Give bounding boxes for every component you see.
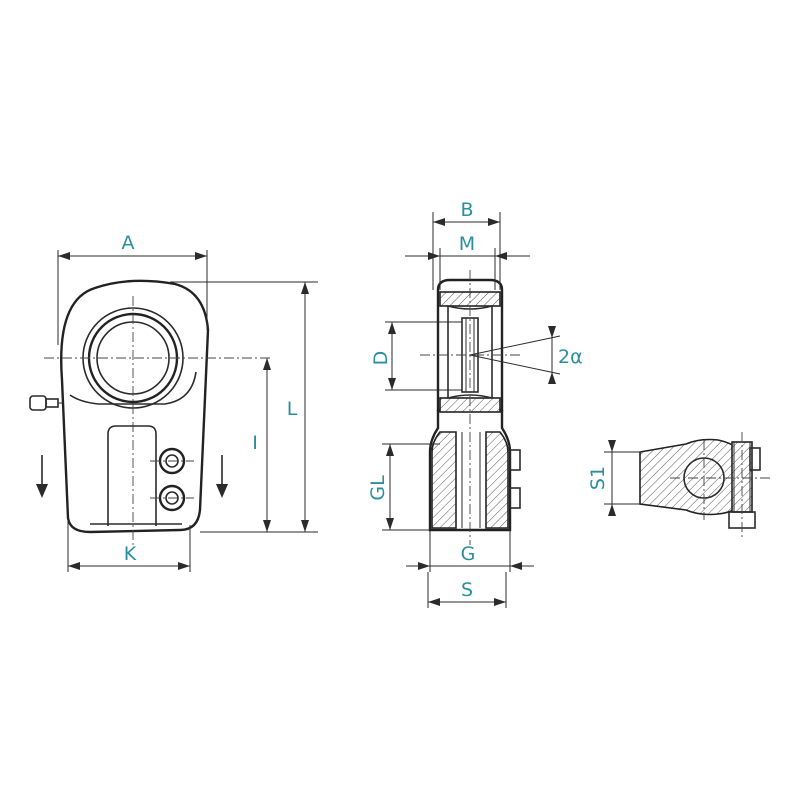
side-screw-bottom-icon bbox=[509, 487, 521, 509]
dimension-L bbox=[170, 281, 318, 533]
label-S1: S1 bbox=[587, 466, 609, 490]
dimension-G bbox=[406, 530, 534, 572]
section-arrow-left-icon bbox=[36, 455, 48, 498]
dimension-A bbox=[57, 250, 208, 345]
label-G: G bbox=[461, 543, 476, 565]
grease-nipple-icon bbox=[29, 395, 64, 411]
side-view-shank-right-section bbox=[485, 431, 509, 529]
cross-section-body bbox=[639, 438, 741, 516]
section-arrow-right-icon bbox=[216, 455, 228, 498]
dimension-GL bbox=[382, 443, 440, 531]
label-B: B bbox=[460, 199, 473, 221]
label-D: D bbox=[370, 351, 392, 366]
label-M: M bbox=[459, 233, 475, 255]
dimension-K bbox=[67, 520, 191, 572]
dimension-S bbox=[427, 572, 507, 608]
side-screw-top-icon bbox=[509, 449, 521, 471]
dimension-M bbox=[405, 248, 530, 290]
side-view-shank-left-section bbox=[431, 431, 457, 529]
dimension-2alpha bbox=[548, 326, 556, 384]
label-I: I bbox=[252, 432, 258, 454]
cross-section-view: S1 bbox=[587, 432, 772, 540]
front-view-shoulder bbox=[69, 371, 197, 405]
dimension-I bbox=[263, 358, 271, 532]
label-K: K bbox=[124, 543, 137, 565]
front-view: A L I K bbox=[29, 232, 318, 572]
side-view: B M D 2α bbox=[367, 199, 583, 608]
front-view-body-outline bbox=[60, 279, 210, 534]
label-S: S bbox=[461, 579, 473, 601]
label-L: L bbox=[287, 398, 298, 420]
label-GL: GL bbox=[367, 475, 389, 501]
label-2alpha: 2α bbox=[558, 346, 583, 368]
dimension-S1 bbox=[604, 440, 640, 516]
label-A: A bbox=[122, 232, 135, 254]
dimension-B bbox=[432, 212, 501, 290]
front-view-slot bbox=[107, 425, 157, 526]
side-view-ball bbox=[447, 304, 493, 400]
dimension-D bbox=[385, 321, 462, 391]
